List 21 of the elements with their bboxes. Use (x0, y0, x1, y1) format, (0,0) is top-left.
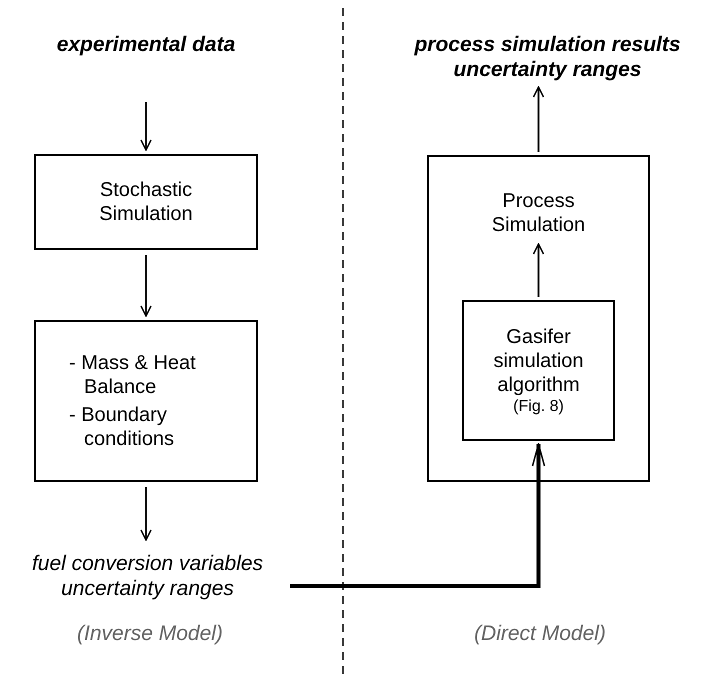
list-item: - Mass & Heat Balance (68, 351, 197, 399)
flow-text: experimental data (56, 32, 236, 58)
box-label: Gasifer simulation algorithm (492, 324, 585, 397)
group-box (427, 155, 650, 482)
model-caption: (Inverse Model) (76, 622, 224, 646)
arrow (140, 487, 152, 541)
model-caption: (Direct Model) (473, 622, 607, 646)
arrow (532, 243, 544, 297)
arrow (140, 255, 152, 317)
process-box (462, 300, 615, 441)
arrow (532, 86, 544, 152)
arrow (140, 102, 152, 151)
flow-text: process simulation results uncertainty ranges (413, 32, 682, 82)
flow-text: Process Simulation (490, 189, 586, 237)
list-item: - Boundary conditions (68, 403, 176, 451)
box-label: Stochastic Simulation (98, 178, 194, 226)
process-box (34, 320, 258, 482)
arrow (290, 443, 546, 588)
figure-reference: (Fig. 8) (513, 396, 564, 416)
flow-text: fuel conversion variables uncertainty ranges (30, 550, 264, 602)
process-box (34, 154, 258, 250)
